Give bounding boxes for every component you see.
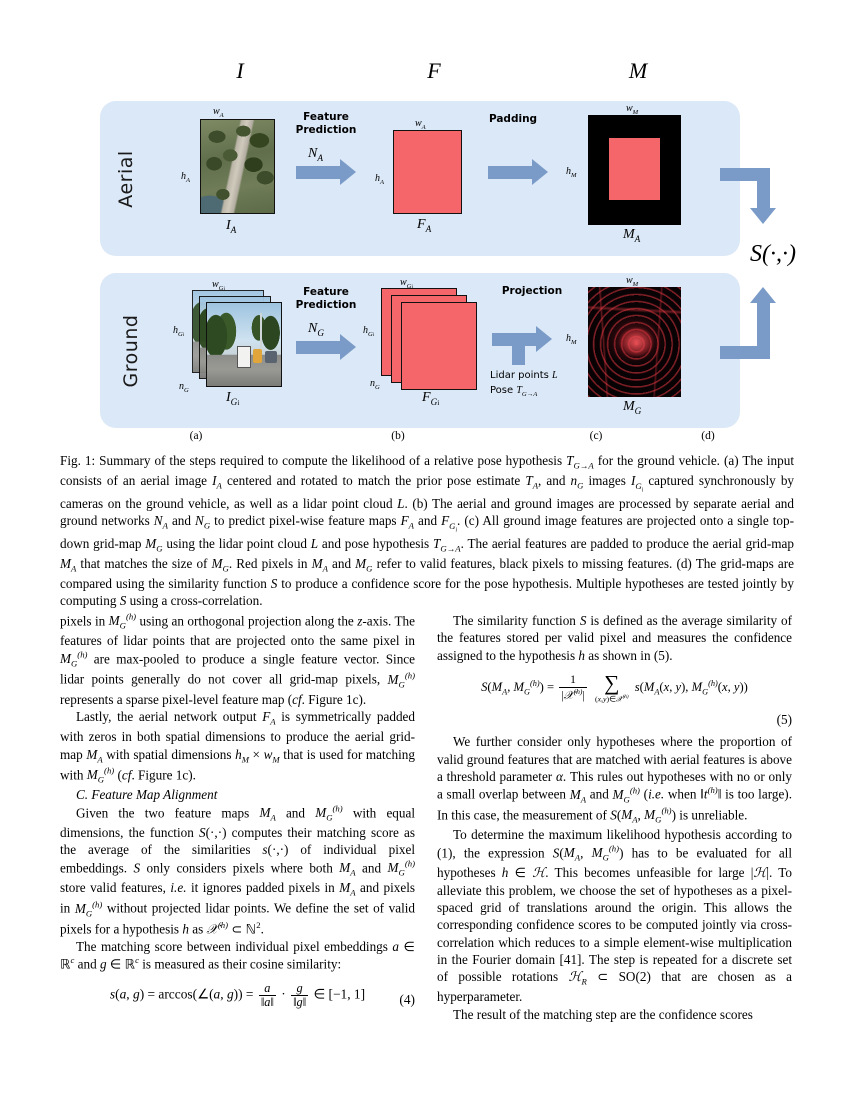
aerial-feature-caption: FA (417, 217, 432, 234)
ground-image-car-yellow (252, 349, 263, 363)
ground-gridmap-width-label: wM (626, 275, 639, 288)
aerial-feature-height-label: hA (375, 173, 385, 186)
aerial-height-label: hA (181, 171, 191, 184)
figure-column-headers: I F M (60, 58, 800, 96)
aerial-feature-width-label: wA (415, 118, 426, 131)
ground-input-caption: IGi (226, 390, 240, 407)
ground-feature-caption: FGi (422, 390, 440, 407)
right-paragraph-4: The result of the matching step are the … (453, 1006, 753, 1022)
right-paragraph-2: We further consider only hypotheses wher… (437, 734, 792, 825)
pose-label: Pose TG→A (490, 385, 538, 398)
aerial-op-padding-label: Padding (488, 113, 538, 125)
subcaption-d: (d) (701, 430, 715, 442)
section-heading-feature-map-alignment: C. Feature Map Alignment (76, 787, 218, 803)
figure-subcaptions: (a) (b) (c) (d) (60, 430, 800, 450)
aerial-input-caption: IA (226, 218, 237, 235)
merge-arrow-aerial-vertical (757, 168, 770, 210)
aerial-width-label: wA (213, 106, 224, 119)
ground-width-label: wGi (212, 279, 225, 292)
aerial-arrow-feature-prediction (296, 159, 356, 185)
ground-image-pole (260, 312, 263, 355)
ground-image-car-dark (264, 351, 277, 363)
ground-feature-map-front (401, 302, 477, 390)
aerial-gridmap (588, 115, 681, 225)
ground-image-bus (236, 346, 252, 368)
subcaption-a: (a) (189, 430, 203, 442)
figure-caption: Fig. 1: Summary of the steps required to… (60, 453, 795, 608)
equation-5: S(MA, MG(h)) = 1|𝒳(h)| ∑(x,y)∈𝒳(h) s(MA(… (481, 671, 748, 704)
ground-feature-height-label: hGi (363, 325, 375, 338)
equation-5-number: (5) (776, 711, 792, 727)
column-header-M: M (628, 58, 648, 83)
ground-gridmap-height-label: hM (566, 333, 577, 346)
ground-arrow-projection-stem (512, 339, 525, 365)
similarity-function-symbol: S(·,·) (750, 241, 796, 267)
column-header-F: F (427, 58, 441, 83)
aerial-gridmap-width-label: wM (626, 103, 639, 116)
ground-feature-width-label: wGi (400, 277, 413, 290)
ground-feature-depth-label: nG (370, 378, 380, 391)
row-label-aerial: Aerial (115, 150, 137, 208)
equation-4: s(a, g) = arccos(∠(a, g)) = a‖a‖ · g‖g‖ … (109, 980, 415, 1009)
ground-network-label: NG (308, 321, 325, 338)
ground-height-label: hGi (173, 325, 185, 338)
ground-depth-label: nG (179, 381, 189, 394)
aerial-feature-map (393, 130, 462, 214)
aerial-arrow-padding (488, 159, 548, 185)
ground-op-projection-label: Projection (501, 285, 563, 297)
aerial-gridmap-caption: MA (623, 227, 641, 244)
merge-arrow-ground-head (750, 287, 776, 303)
left-paragraph-3: Given the two feature maps MA and MG(h) … (60, 803, 416, 937)
figure-caption-label: Fig. 1: (60, 453, 96, 468)
ground-gridmap-caption: MG (623, 399, 642, 416)
aerial-gridmap-height-label: hM (566, 166, 577, 179)
left-paragraph-4: The matching score between individual pi… (60, 938, 415, 972)
column-header-I: I (236, 58, 244, 83)
body-column-left: pixels in MG(h) using an orthogonal proj… (60, 612, 415, 1017)
ground-input-image-front (206, 302, 282, 387)
equation-4-number: (4) (399, 991, 415, 1007)
row-label-ground: Ground (120, 314, 142, 388)
subcaption-c: (c) (589, 430, 603, 442)
subcaption-b: (b) (391, 430, 405, 442)
lidar-points-label: Lidar points L (490, 370, 558, 381)
ground-gridmap-lidar (588, 287, 681, 397)
aerial-network-label: NA (308, 146, 323, 163)
right-paragraph-1: The similarity function S is defined as … (437, 613, 793, 663)
merge-arrow-ground-vertical (757, 303, 770, 359)
aerial-gridmap-valid-region (609, 138, 660, 200)
right-paragraph-3: To determine the maximum likelihood hypo… (437, 827, 792, 1005)
left-paragraph-1: pixels in MG(h) using an orthogonal proj… (60, 612, 415, 707)
merge-arrow-aerial-head (750, 208, 776, 224)
ground-arrow-feature-prediction (296, 334, 356, 360)
body-column-right: The similarity function S is defined as … (437, 612, 792, 1023)
aerial-input-image (200, 119, 275, 214)
left-paragraph-2: Lastly, the aerial network output FA is … (60, 709, 415, 785)
